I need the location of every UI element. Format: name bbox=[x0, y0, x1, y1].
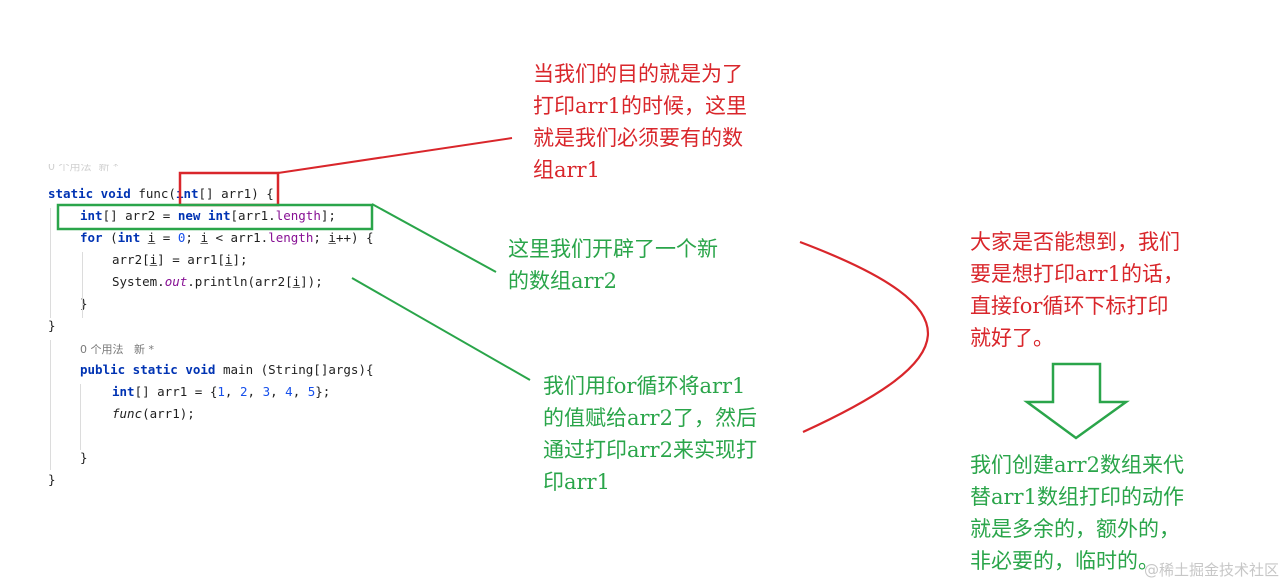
connector-line-arr1 bbox=[277, 137, 513, 174]
code-line-func-signature: static void func(int[] arr1) { bbox=[48, 186, 274, 201]
note-new-array-arr2: 这里我们开辟了一个新 的数组arr2 bbox=[508, 237, 718, 293]
code-line-close-func: } bbox=[48, 318, 56, 333]
code-line-func-call: func(arr1); bbox=[112, 406, 195, 421]
connector-line-arr2 bbox=[371, 203, 497, 273]
code-line-arr2-declaration: int[] arr2 = new int[arr1.length]; bbox=[80, 208, 336, 223]
code-line-println: System.out.println(arr2[i]); bbox=[112, 274, 323, 289]
code-line-assignment: arr2[i] = arr1[i]; bbox=[112, 252, 248, 267]
code-line-for-loop: for (int i = 0; i < arr1.length; i++) { bbox=[80, 230, 374, 245]
note-for-loop-copy: 我们用for循环将arr1 的值赋给arr2了，然后 通过打印arr2来实现打 … bbox=[543, 374, 757, 494]
usage-hint: 0 个用法 新 * bbox=[80, 343, 154, 356]
code-line-arr1-init: int[] arr1 = {1, 2, 3, 4, 5}; bbox=[112, 384, 331, 399]
code-line-close-class: } bbox=[48, 472, 56, 487]
indent-guide bbox=[50, 340, 51, 470]
indent-guide bbox=[80, 384, 81, 450]
code-line-main-signature: public static void main (String[]args){ bbox=[80, 362, 374, 377]
highlight-box-arr2-declaration bbox=[56, 203, 374, 231]
note-arr1-required: 当我们的目的就是为了 打印arr1的时候，这里 就是我们必须要有的数 组arr1 bbox=[533, 62, 747, 182]
indent-guide bbox=[82, 252, 83, 318]
code-line-close-main: } bbox=[80, 450, 88, 465]
faded-usage-hint: 0 个用法 新 * bbox=[48, 164, 119, 173]
connector-line-loop bbox=[351, 277, 531, 381]
code-line-close-for: } bbox=[80, 296, 88, 311]
watermark: @稀土掘金技术社区 bbox=[1143, 561, 1279, 579]
bracket-curve bbox=[799, 240, 929, 433]
indent-guide bbox=[50, 208, 51, 318]
down-arrow-icon bbox=[1023, 362, 1130, 440]
highlight-box-arr1-param bbox=[178, 171, 280, 207]
note-arr2-redundant: 我们创建arr2数组来代 替arr1数组打印的动作 就是多余的，额外的， 非必要… bbox=[970, 453, 1184, 573]
note-direct-print: 大家是否能想到，我们 要是想打印arr1的话， 直接for循环下标打印 就好了。 bbox=[970, 230, 1184, 350]
